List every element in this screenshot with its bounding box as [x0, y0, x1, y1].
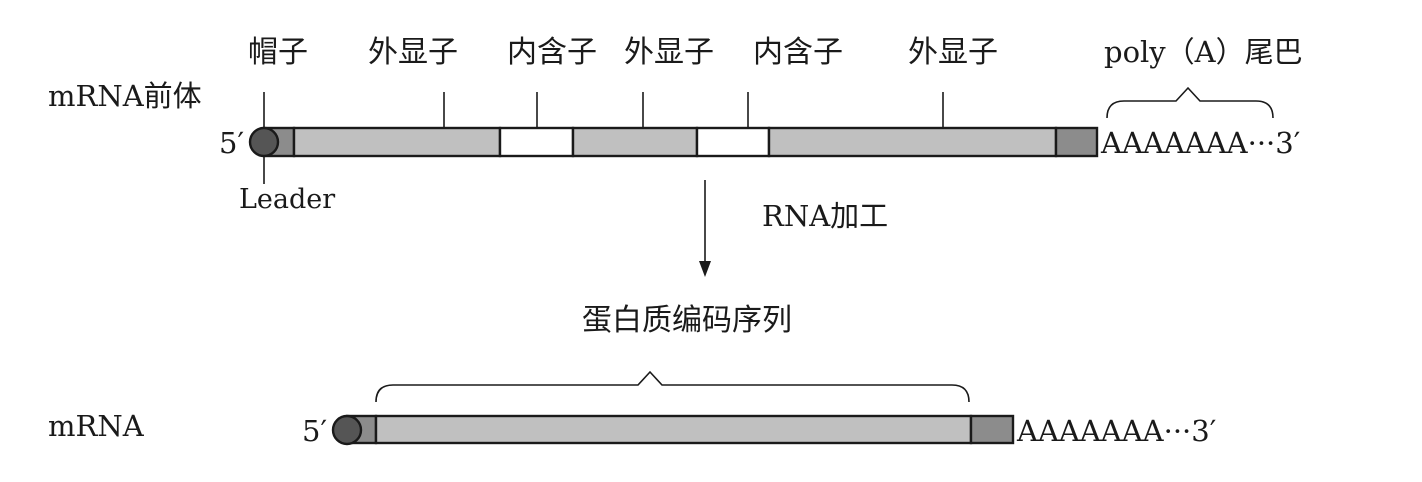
mature-coding-block	[374, 414, 973, 445]
leader-label: Leader	[239, 184, 335, 215]
mature-five-prime: 5′	[302, 414, 327, 448]
coding-sequence-brace	[375, 370, 970, 403]
mature-strand	[331, 414, 1015, 446]
exon-1-block	[292, 126, 502, 158]
segment-ticks	[263, 92, 944, 184]
polyA-tail-label: poly（A）尾巴	[1104, 35, 1303, 69]
exon-3-block	[767, 126, 1058, 158]
segment-label-exon-3: 外显子	[908, 35, 998, 70]
segment-label-exon-1: 外显子	[368, 35, 458, 70]
processing-arrow	[699, 180, 711, 277]
mature-trailer-block	[969, 414, 1015, 445]
processing-label: RNA加工	[762, 199, 888, 233]
cap-circle	[248, 126, 280, 158]
segment-label-intron-1: 内含子	[507, 35, 597, 70]
precursor-five-prime: 5′	[219, 126, 244, 160]
precursor-polyA-sequence: AAAAAAA···3′	[1100, 126, 1300, 160]
mature-cap-circle	[331, 414, 363, 446]
segment-label-cap: 帽子	[248, 35, 308, 70]
mature-label: mRNA	[48, 409, 145, 443]
coding-sequence-label: 蛋白质编码序列	[582, 303, 792, 338]
arrow-head	[699, 261, 711, 277]
exon-2-block	[571, 126, 699, 158]
precursor-strand	[248, 126, 1099, 158]
mature-polyA-sequence: AAAAAAA···3′	[1016, 414, 1216, 448]
precursor-label: mRNA前体	[48, 79, 202, 113]
segment-label-exon-2: 外显子	[624, 35, 714, 70]
segment-label-intron-2: 内含子	[753, 35, 843, 70]
intron-2-block	[695, 126, 771, 158]
trailer-block	[1054, 126, 1099, 158]
polyA-brace	[1106, 86, 1274, 119]
intron-1-block	[498, 126, 575, 158]
